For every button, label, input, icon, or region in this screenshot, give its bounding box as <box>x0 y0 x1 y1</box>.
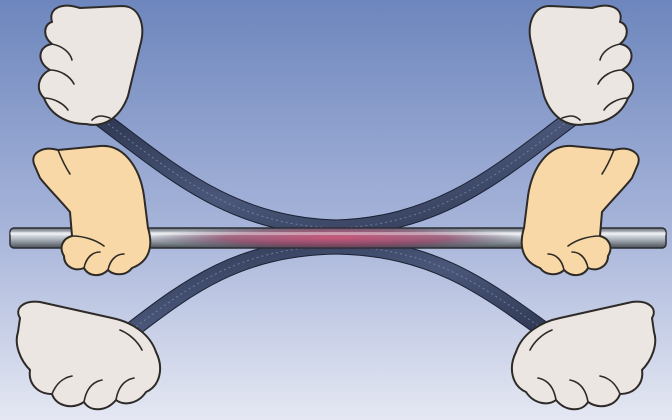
rod-glow <box>150 226 522 250</box>
